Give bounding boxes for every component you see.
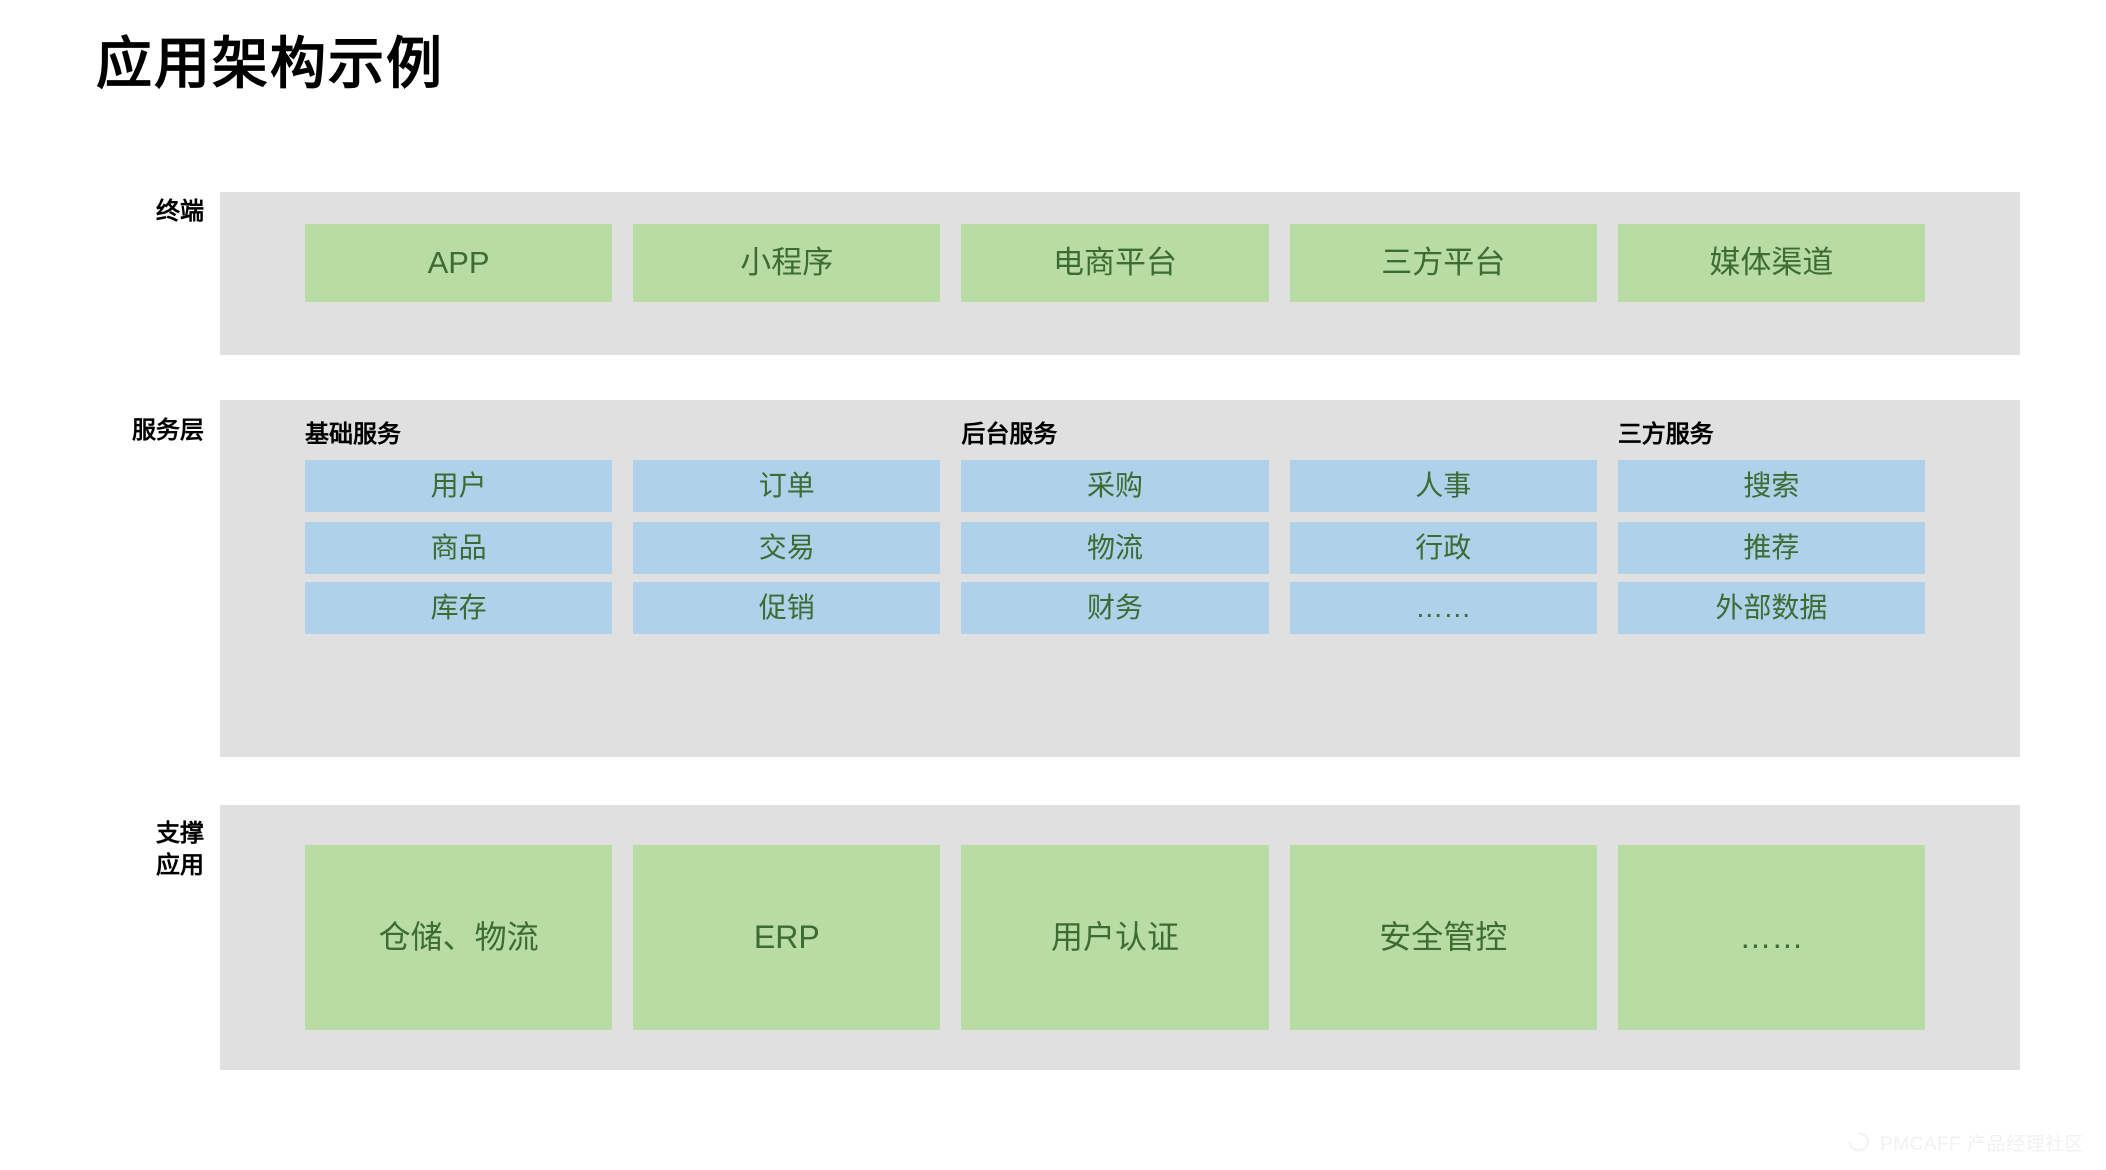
service-item-ellipsis[interactable]: ……	[1289, 582, 1597, 634]
support-items-row: 仓储、物流 ERP 用户认证 安全管控 ……	[305, 845, 1926, 1030]
layer-label-service: 服务层	[132, 417, 204, 444]
service-item-product[interactable]: 商品	[305, 522, 613, 574]
terminal-item-media-channel[interactable]: 媒体渠道	[1617, 224, 1926, 302]
layer-band-terminal: APP 小程序 电商平台 三方平台 媒体渠道	[220, 192, 2020, 355]
pmcaff-logo-icon	[1849, 1131, 1869, 1151]
service-item-external-data[interactable]: 外部数据	[1617, 582, 1926, 634]
service-item-recommendation[interactable]: 推荐	[1617, 522, 1926, 574]
terminal-item-third-party-platform[interactable]: 三方平台	[1289, 224, 1597, 302]
service-items-row-1: 用户 订单 采购 人事 搜索	[305, 460, 1926, 512]
support-item-user-authentication[interactable]: 用户认证	[961, 845, 1269, 1030]
layer-label-terminal: 终端	[156, 198, 204, 225]
watermark: PMCAFF 产品经理社区	[1846, 1129, 2084, 1156]
layer-band-support: 仓储、物流 ERP 用户认证 安全管控 ……	[220, 805, 2020, 1070]
service-group-backend: 后台服务	[961, 420, 1058, 448]
service-item-logistics[interactable]: 物流	[961, 522, 1269, 574]
support-item-erp[interactable]: ERP	[633, 845, 941, 1030]
service-items-row-3: 库存 促销 财务 …… 外部数据	[305, 582, 1926, 634]
service-items-row-2: 商品 交易 物流 行政 推荐	[305, 522, 1926, 574]
service-group-headers: 基础服务 后台服务 三方服务	[305, 413, 1925, 449]
service-item-purchase[interactable]: 采购	[961, 460, 1269, 512]
service-item-promotion[interactable]: 促销	[633, 582, 941, 634]
service-group-basic: 基础服务	[305, 420, 401, 448]
terminal-item-miniprogram[interactable]: 小程序	[633, 224, 941, 302]
page-title: 应用架构示例	[96, 32, 444, 95]
service-group-third-party: 三方服务	[1617, 420, 1714, 448]
service-item-finance[interactable]: 财务	[961, 582, 1269, 634]
service-item-user[interactable]: 用户	[305, 460, 613, 512]
layer-band-service: 基础服务 后台服务 三方服务 用户 订单 采购 人事 搜索 商品 交易 物流 行…	[220, 400, 2020, 757]
service-item-administration[interactable]: 行政	[1289, 522, 1597, 574]
service-item-search[interactable]: 搜索	[1617, 460, 1926, 512]
terminal-item-ecommerce-platform[interactable]: 电商平台	[961, 224, 1269, 302]
service-item-inventory[interactable]: 库存	[305, 582, 613, 634]
support-item-warehouse-logistics[interactable]: 仓储、物流	[305, 845, 613, 1030]
layer-label-support: 支撑 应用	[156, 820, 204, 880]
support-item-security-control[interactable]: 安全管控	[1289, 845, 1597, 1030]
terminal-items-row: APP 小程序 电商平台 三方平台 媒体渠道	[305, 224, 1926, 302]
terminal-item-app[interactable]: APP	[305, 224, 613, 302]
service-item-hr[interactable]: 人事	[1289, 460, 1597, 512]
service-item-transaction[interactable]: 交易	[633, 522, 941, 574]
service-item-order[interactable]: 订单	[633, 460, 941, 512]
support-item-ellipsis[interactable]: ……	[1617, 845, 1926, 1030]
watermark-text: PMCAFF 产品经理社区	[1880, 1134, 2084, 1155]
